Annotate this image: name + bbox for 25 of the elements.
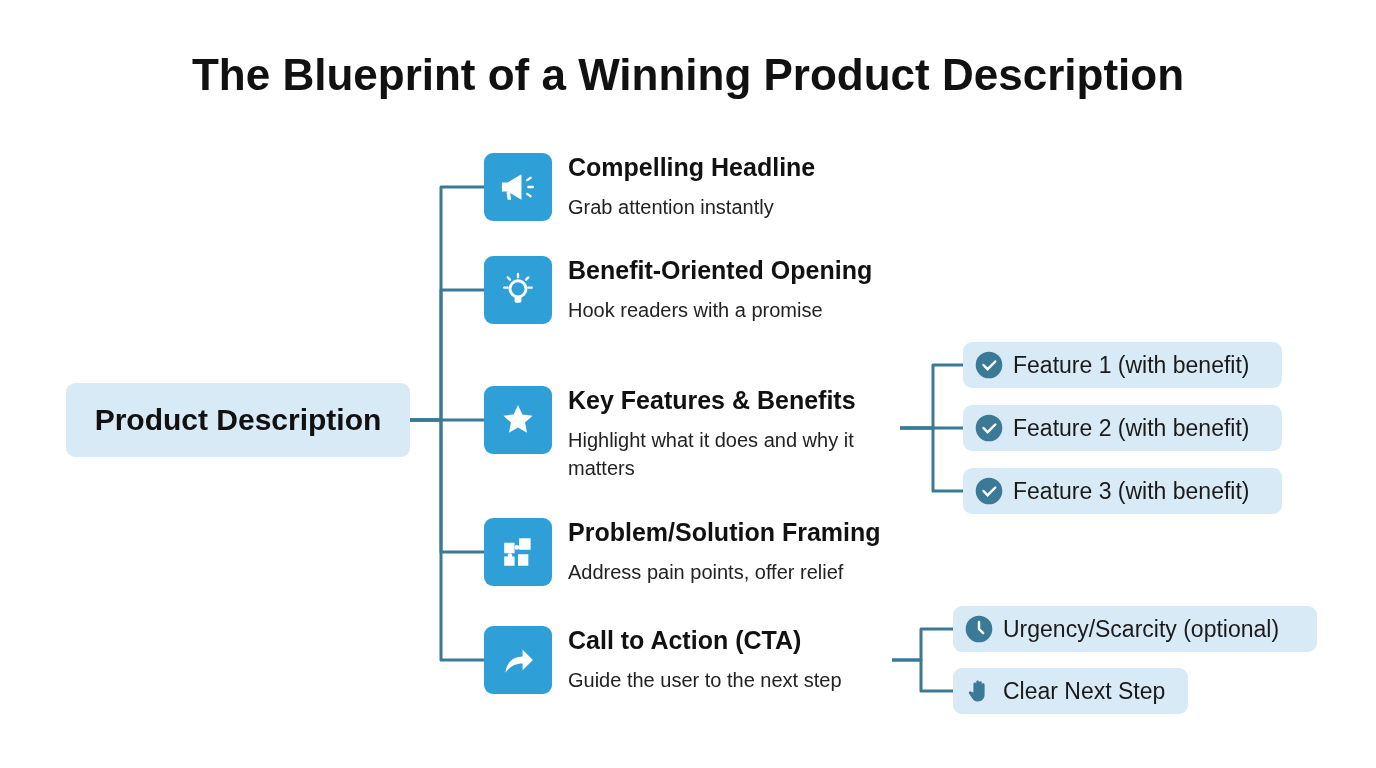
feature-pill bbox=[963, 468, 1282, 514]
pill-label: Urgency/Scarcity (optional) bbox=[1003, 615, 1280, 643]
pill-label: Feature 1 (with benefit) bbox=[1013, 351, 1250, 379]
section-heading: Benefit-Oriented Opening bbox=[568, 256, 873, 285]
pill-label: Clear Next Step bbox=[1003, 677, 1166, 705]
section-description: Guide the user to the next step bbox=[568, 668, 843, 693]
feature-pill bbox=[963, 405, 1282, 451]
section-description: Address pain points, offer relief bbox=[568, 560, 845, 585]
pill-label: Feature 3 (with benefit) bbox=[1013, 477, 1250, 505]
connector-line bbox=[900, 426, 963, 493]
section-description: Hook readers with a promise bbox=[568, 298, 824, 323]
feature-pill bbox=[953, 668, 1188, 714]
section-description: Grab attention instantly bbox=[568, 195, 775, 220]
connector-line bbox=[892, 658, 953, 693]
section-heading: Problem/Solution Framing bbox=[568, 518, 881, 547]
feature-pill bbox=[963, 342, 1282, 388]
section-heading: Compelling Headline bbox=[568, 153, 816, 182]
pill-label: Feature 2 (with benefit) bbox=[1013, 414, 1250, 442]
title: The Blueprint of a Winning Product Description bbox=[190, 50, 1185, 100]
section-description: Highlight what it does and why it matters bbox=[568, 428, 855, 481]
topic-box: Product Description bbox=[66, 383, 410, 457]
section-heading: Key Features & Benefits bbox=[568, 386, 856, 415]
connector-line bbox=[410, 418, 484, 662]
section-heading: Call to Action (CTA) bbox=[568, 626, 802, 655]
feature-pill bbox=[953, 606, 1317, 652]
